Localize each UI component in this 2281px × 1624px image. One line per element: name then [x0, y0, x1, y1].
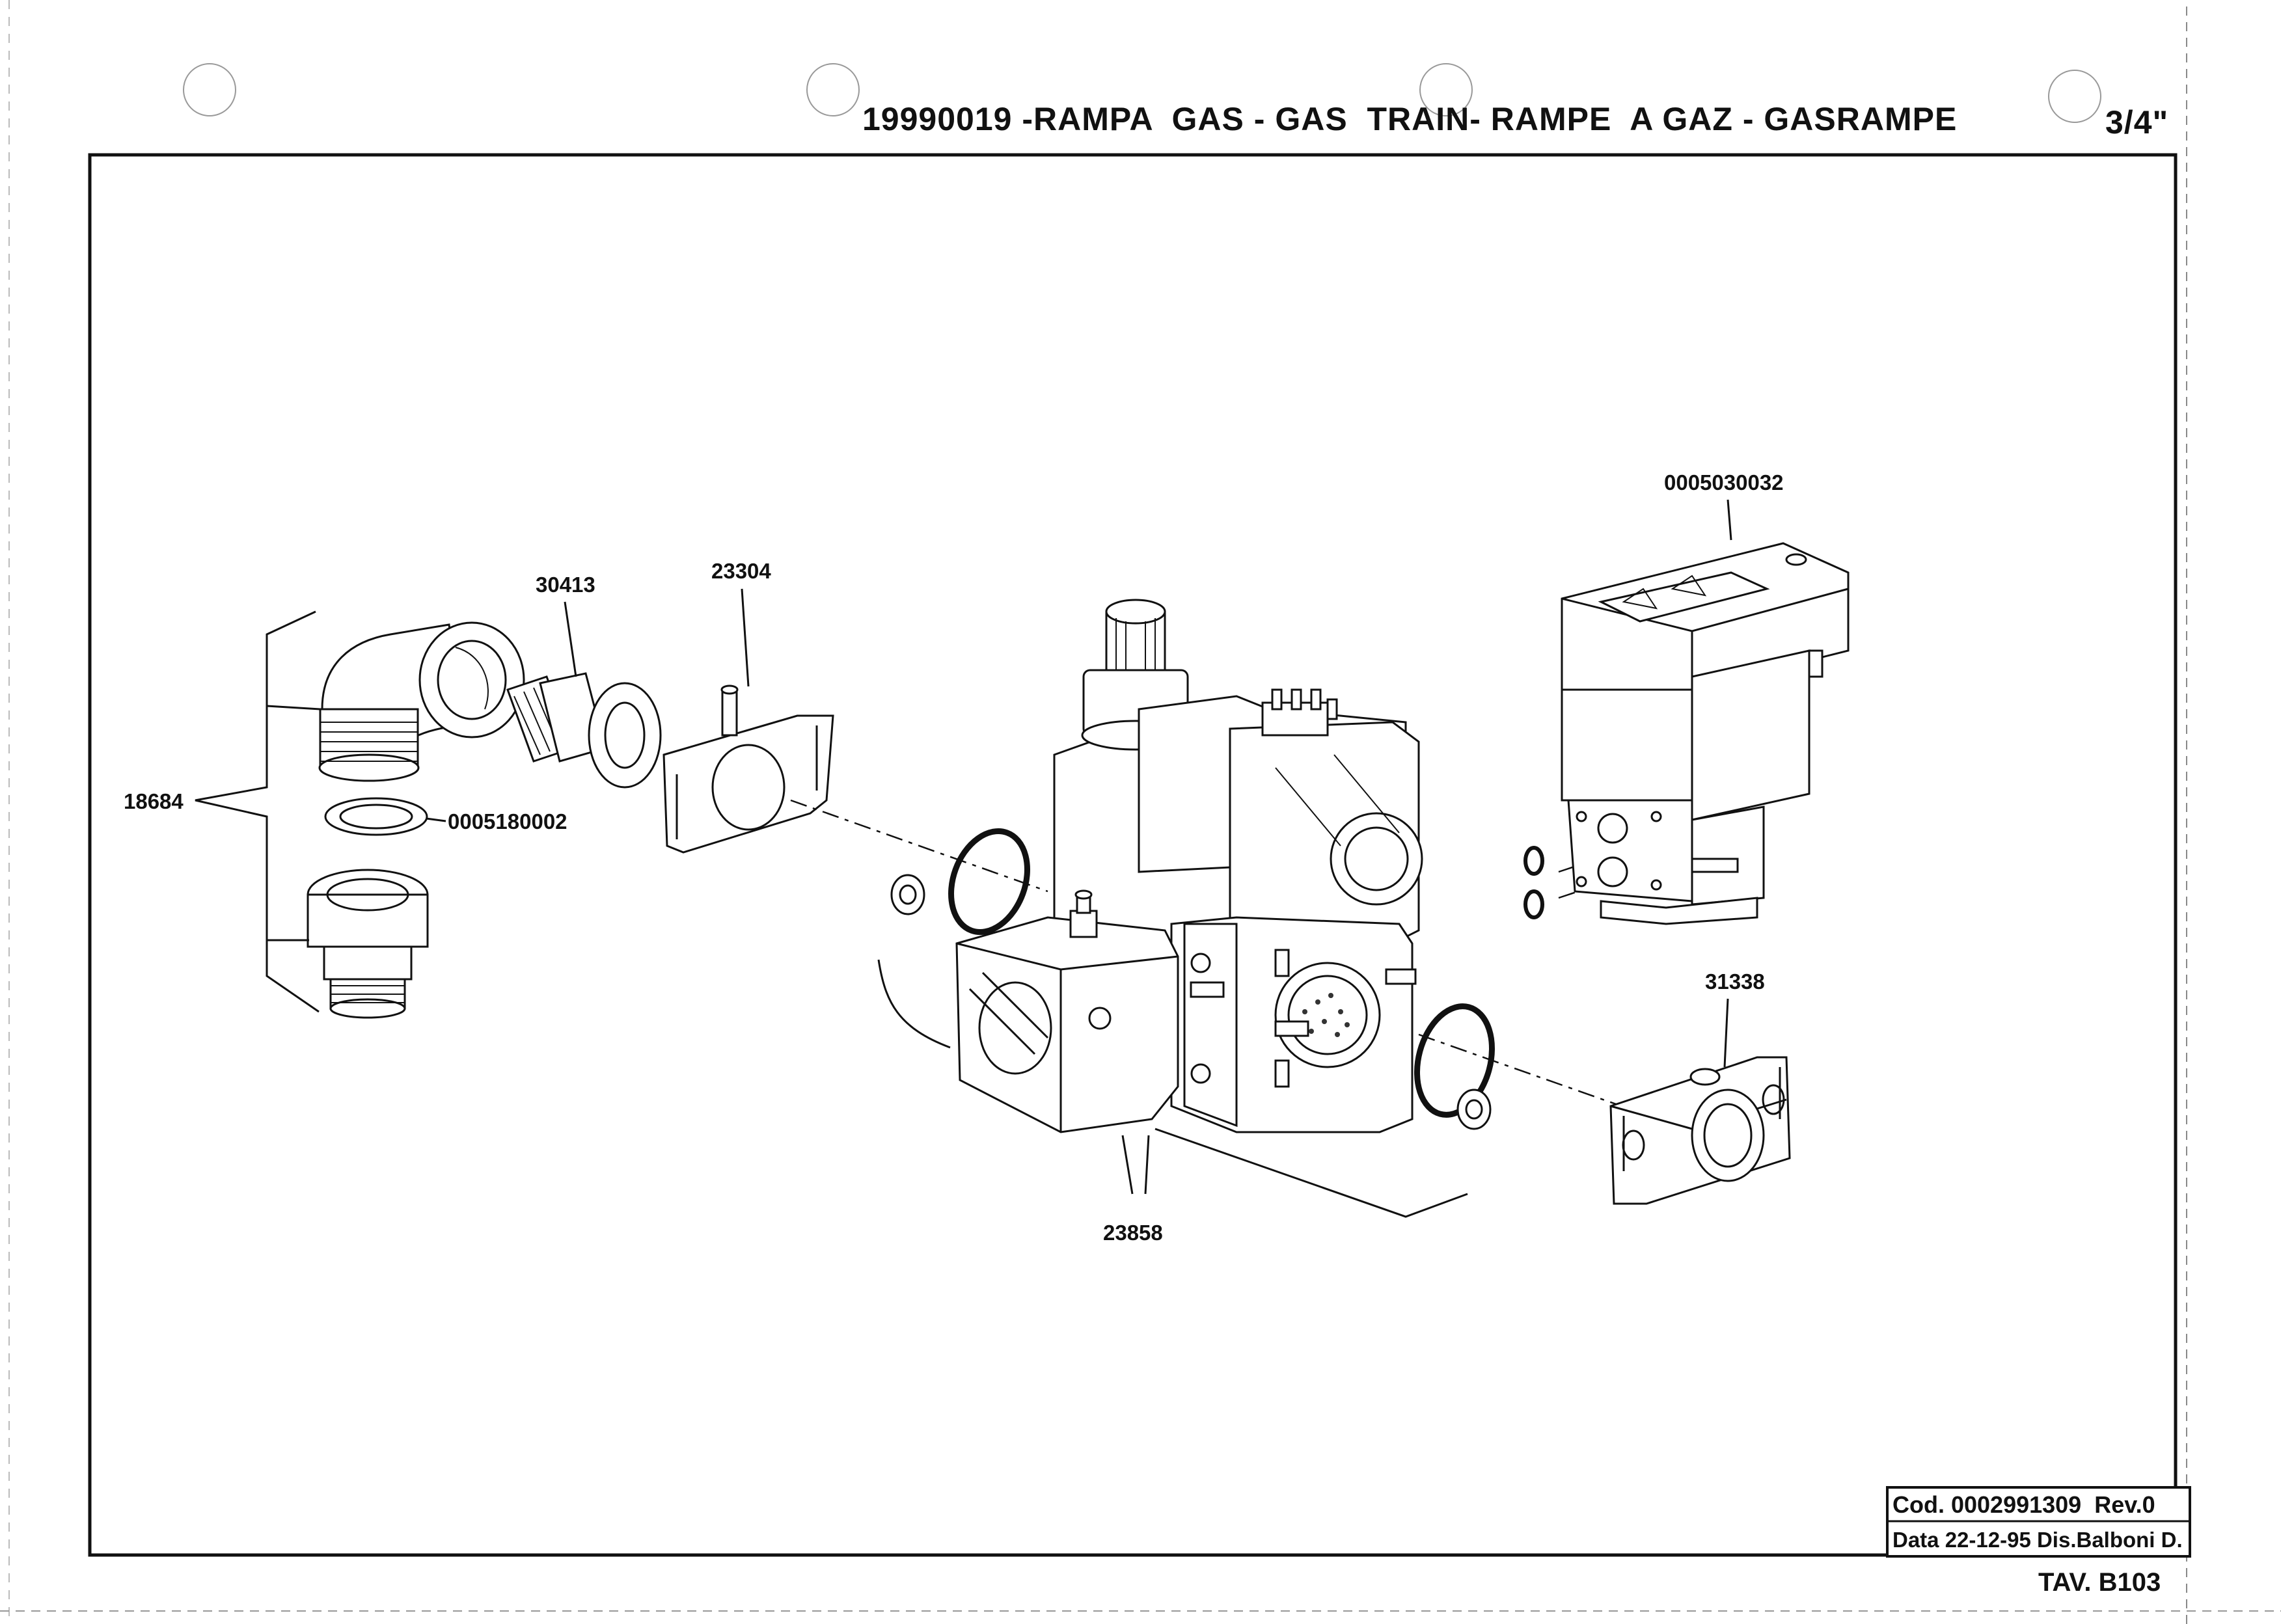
outlet-flange	[1609, 1056, 1791, 1205]
title-block-date: Data 22-12-95 Dis.Balboni D.	[1892, 1528, 2183, 1552]
drawing-frame	[88, 153, 2178, 1557]
part-label-30413: 30413	[536, 573, 595, 597]
page-title: 19990019 -RAMPA GAS - GAS TRAIN- RAMPE A…	[862, 101, 1957, 137]
elbow-fitting	[318, 621, 525, 782]
part-label-23304: 23304	[711, 559, 771, 583]
title-block-code: Cod. 0002991309 Rev.0	[1892, 1491, 2155, 1518]
part-label-0005030032: 0005030032	[1664, 470, 1784, 494]
title-block: Cod. 0002991309 Rev.0 Data 22-12-95 Dis.…	[1886, 1486, 2191, 1558]
filter-mesh	[1302, 993, 1350, 1037]
regulator-cover	[955, 889, 1179, 1133]
sheet-number: TAV. B103	[2038, 1568, 2161, 1597]
part-label-0005180002: 0005180002	[448, 809, 567, 833]
gasket-ring	[324, 797, 428, 836]
size-label: 3/4"	[2105, 104, 2168, 141]
o-ring-outlet	[1414, 1003, 1496, 1118]
union-fitting	[307, 869, 429, 1019]
nut-outlet	[1456, 1089, 1492, 1130]
actuator-head	[1561, 542, 1850, 925]
binder-holes	[183, 63, 2101, 123]
bracket-18684	[195, 610, 321, 1013]
gas-valve-body	[1053, 599, 1423, 1133]
o-ring-inlet	[948, 828, 1030, 935]
nut-inlet	[890, 874, 925, 915]
threaded-nipple	[506, 672, 662, 789]
part-label-31338: 31338	[1705, 969, 1765, 994]
part-label-23858: 23858	[1103, 1221, 1163, 1245]
inlet-flange	[662, 684, 834, 854]
small-o-rings	[1523, 846, 1544, 919]
part-label-18684: 18684	[124, 789, 184, 813]
